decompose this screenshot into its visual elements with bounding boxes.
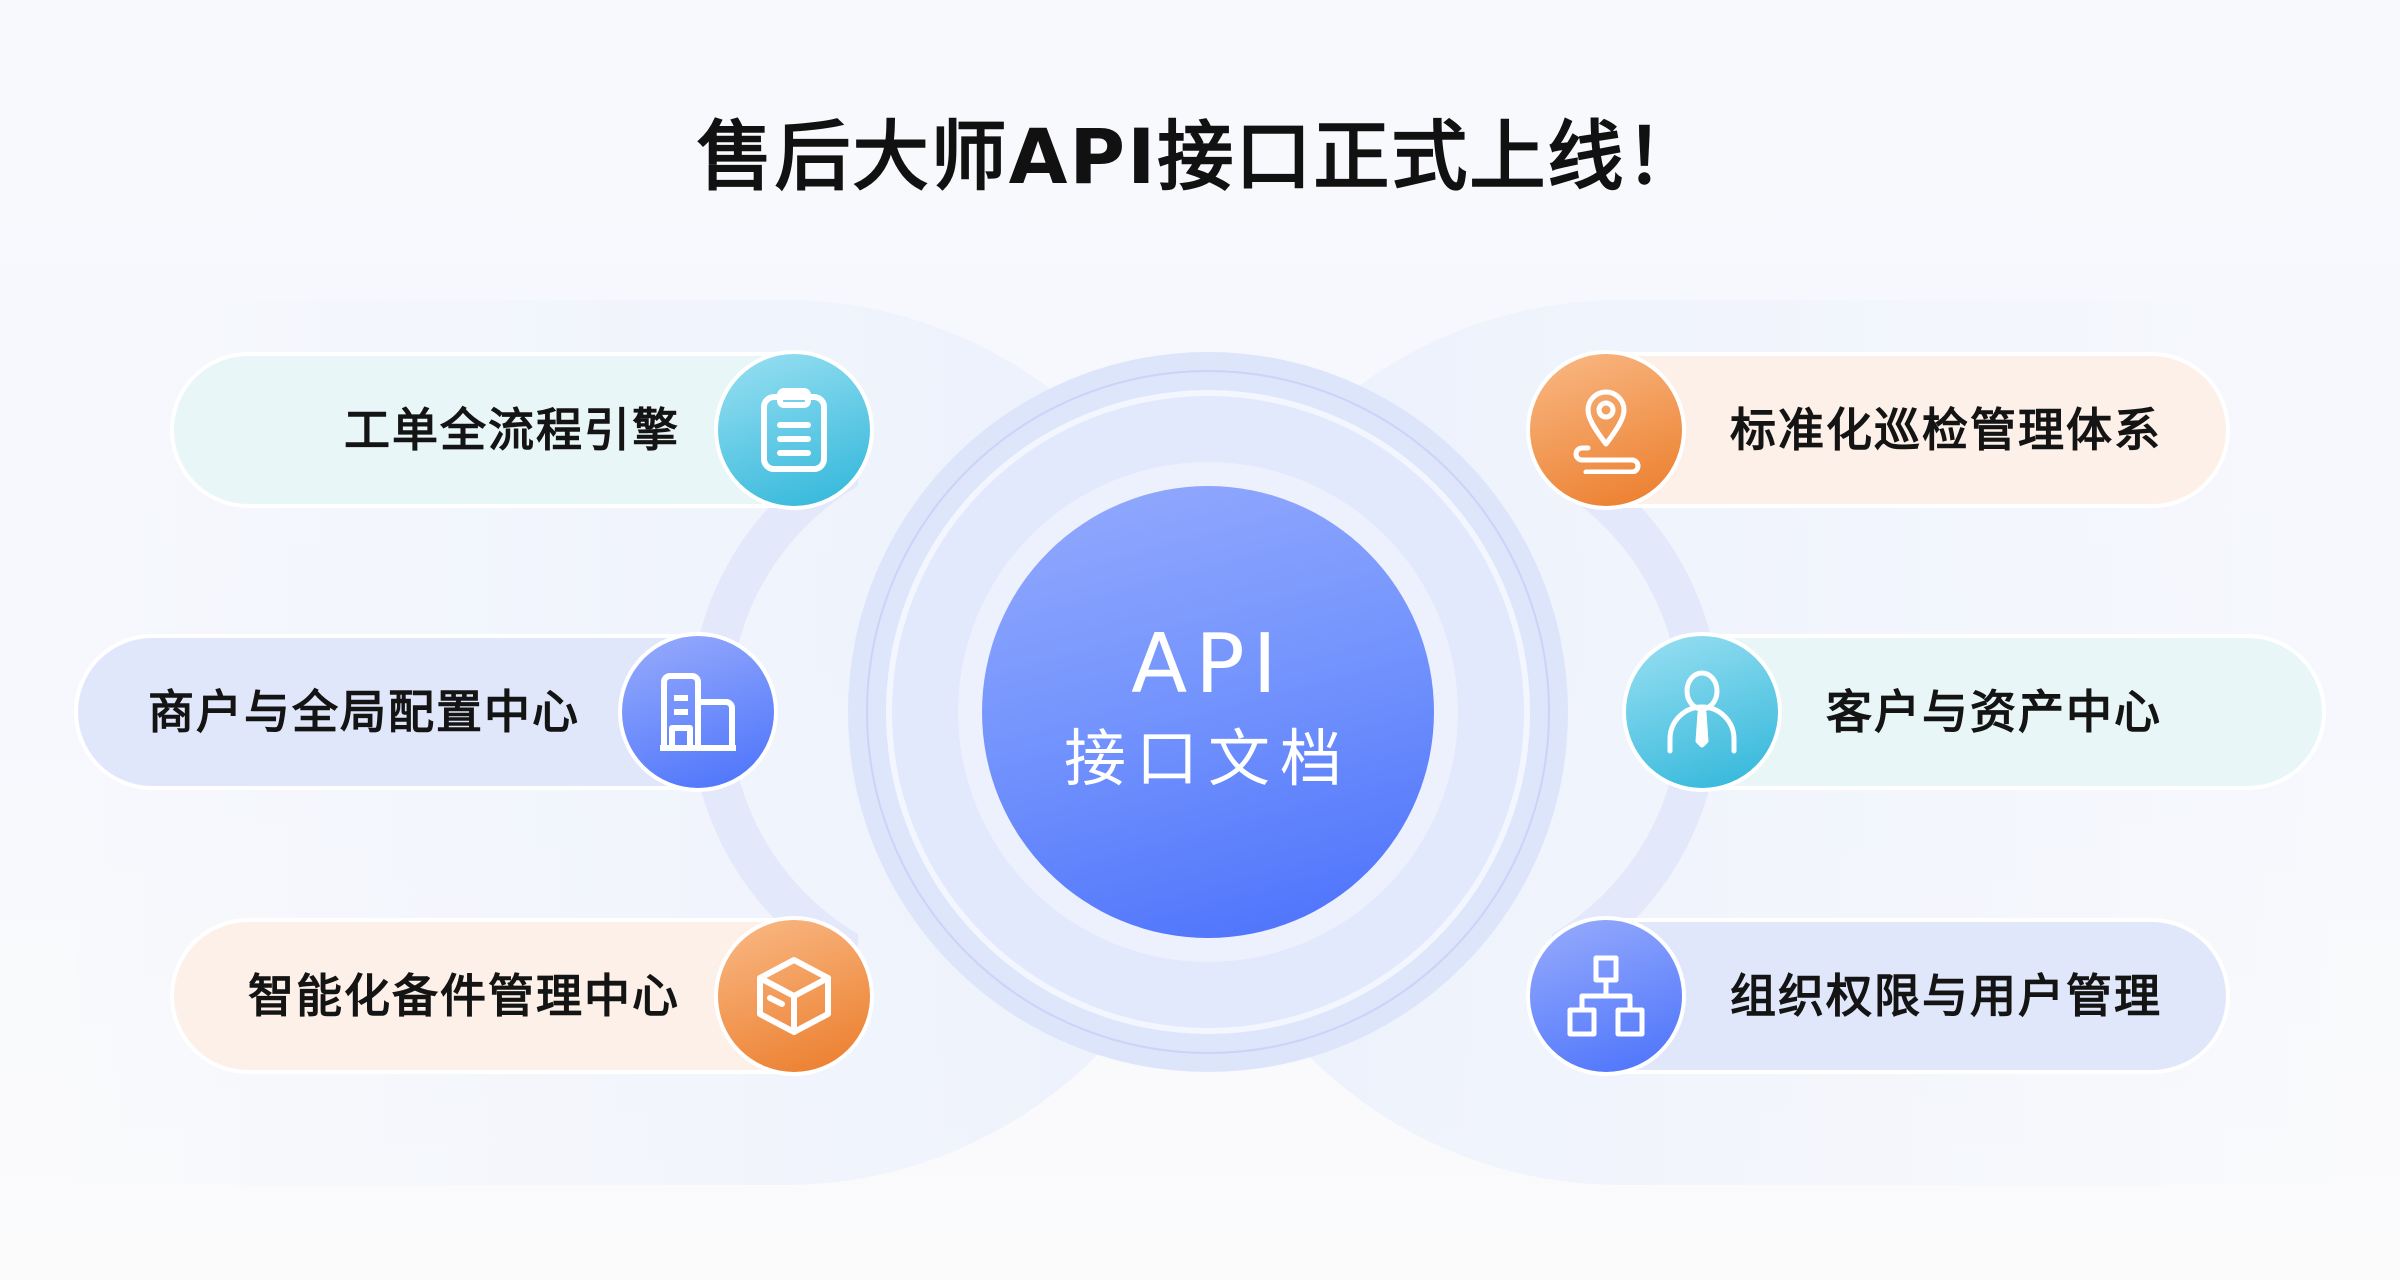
user-icon (1622, 632, 1782, 792)
feature-card-inspection[interactable]: 标准化巡检管理体系 (1526, 350, 2230, 510)
page-title: 售后大师API接口正式上线！ (696, 112, 1704, 201)
feature-card-spare-parts[interactable]: 智能化备件管理中心 (170, 916, 874, 1076)
feature-label: 组织权限与用户管理 (1730, 969, 2162, 1023)
feature-card-merchant-config[interactable]: 商户与全局配置中心 (74, 632, 778, 792)
box-icon (714, 916, 874, 1076)
feature-label: 商户与全局配置中心 (148, 685, 580, 739)
outer-thin-ring (866, 370, 1550, 1054)
feature-card-customer-assets[interactable]: 客户与资产中心 (1622, 632, 2326, 792)
feature-label: 工单全流程引擎 (344, 403, 680, 457)
feature-label: 标准化巡检管理体系 (1730, 403, 2162, 457)
building-icon (618, 632, 778, 792)
center-api-text: API (1131, 617, 1285, 712)
center-doc-text: 接口文档 (1063, 722, 1352, 795)
api-docs-center-button[interactable]: API 接口文档 (982, 486, 1434, 938)
feature-card-workorder-engine[interactable]: 工单全流程引擎 (170, 350, 874, 510)
feature-label: 客户与资产中心 (1826, 685, 2162, 739)
feature-label: 智能化备件管理中心 (248, 969, 680, 1023)
feature-card-org-permissions[interactable]: 组织权限与用户管理 (1526, 916, 2230, 1076)
location-route-icon (1526, 350, 1686, 510)
org-chart-icon (1526, 916, 1686, 1076)
clipboard-icon (714, 350, 874, 510)
